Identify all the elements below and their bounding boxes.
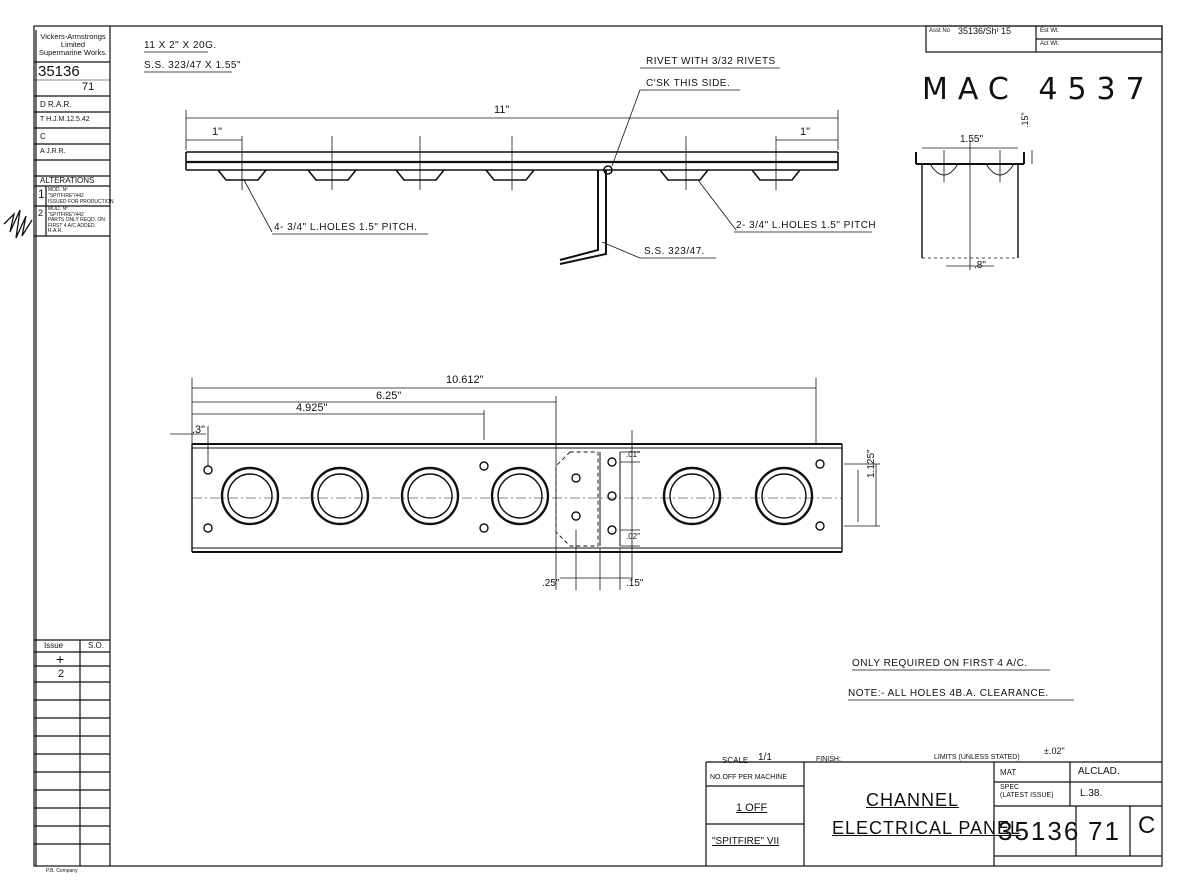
material-line-2: S.S. 323/47 x 1.55" — [144, 60, 241, 71]
note-hole-clearance: NOTE:- ALL HOLES 4B.A. CLEARANCE. — [848, 688, 1049, 699]
end-view-width-dimension: 1.55" — [960, 134, 984, 145]
issue-row-2: 2 — [58, 668, 65, 680]
number-off-label: No.Off Per Machine — [710, 774, 788, 781]
approved-by: A J.R.R. — [40, 148, 66, 155]
spec-value: L.38. — [1080, 788, 1103, 799]
end-view-center-dimension: .8" — [974, 260, 986, 271]
company-name: Vickers-Armstrongs Limited Supermarine W… — [38, 32, 108, 57]
plan-bracket-dimension: .25" — [542, 578, 560, 589]
limits-label: Limits (Unless Stated) — [934, 754, 1020, 761]
left-sheet-number: 71 — [82, 81, 95, 93]
plan-625-dimension: 6.25" — [376, 390, 402, 402]
printer-mark: P.B. Company — [46, 868, 78, 874]
actual-weight-label: Act Wt. — [1040, 41, 1060, 47]
limits-value: ±.02" — [1044, 746, 1065, 756]
issue-row-1: + — [56, 651, 65, 667]
title-sheet-number: 71 — [1088, 816, 1121, 846]
part-title-line-2: ELECTRICAL PANEL — [832, 818, 1022, 838]
issue-letter: C — [1138, 812, 1156, 839]
left-end-dimension: 1" — [212, 126, 223, 138]
material-line-1: 11 x 2" x 20G. — [144, 40, 217, 51]
note-first-aircraft: ONLY REQUIRED ON FIRST 4 A/C. — [852, 658, 1028, 669]
plan-hole-offset-bottom: .02" — [626, 532, 640, 541]
plan-overall-dimension: 10.612" — [446, 374, 484, 386]
left-drawing-number: 35136 — [38, 63, 80, 80]
plan-width-dimension: 1.125" — [866, 449, 877, 478]
right-holes-callout: 2- 3/4" L.HOLES 1.5" PITCH — [736, 220, 877, 231]
aircraft-type: "SPITFIRE" VII — [712, 836, 780, 847]
alteration-1-issue: 1 — [38, 187, 45, 201]
material-value: ALCLAD. — [1078, 766, 1120, 777]
asst-no-value: 35136/Shᵗ 15 — [958, 26, 1012, 36]
left-holes-callout: 4- 3/4" L.HOLES 1.5" PITCH. — [274, 222, 418, 233]
material-label: Mat — [1000, 768, 1017, 777]
finish-label: Finish: — [816, 756, 841, 763]
scale-value: 1/1 — [758, 752, 772, 763]
countersink-note: C'SK THIS SIDE. — [646, 78, 731, 89]
handwritten-reference: MAC 4537 — [922, 72, 1155, 107]
so-column-header: S.O. — [88, 641, 105, 650]
right-end-dimension: 1" — [800, 126, 811, 138]
asst-no-label: Asst No — [929, 28, 951, 34]
traced-by: T H.J.M.12.5.42 — [40, 116, 90, 123]
alteration-1-text: MOD. Nº "SPITFIRE"/442 ISSUED FOR PRODUC… — [48, 187, 114, 205]
signature-scribble — [3, 209, 33, 239]
alteration-2-text: MOD. Nº "SPITFIRE"/442 PARTS ONLY REQD. … — [48, 206, 105, 235]
part-title-line-1: CHANNEL — [866, 790, 960, 810]
title-drawing-number: 35136 — [998, 816, 1081, 846]
plan-hole-offset-top: .01" — [626, 450, 640, 459]
sheet-frame — [33, 25, 1163, 867]
plan-edge-dimension: .3" — [192, 424, 206, 436]
alteration-2-issue: 2 — [38, 208, 44, 218]
bracket-reference: S.S. 323/47. — [644, 246, 706, 257]
drawn-by: D R.A.R. — [40, 100, 72, 109]
end-view-flange-dimension: .15" — [1020, 112, 1030, 128]
number-off-value: 1 OFF — [736, 802, 768, 814]
issue-column-header: Issue — [44, 641, 64, 650]
plan-4925-dimension: 4.925" — [296, 402, 328, 414]
spec-label: Spec (Latest Issue) — [1000, 784, 1054, 799]
alterations-title: ALTERATIONS — [40, 176, 95, 185]
rivet-note: RIVET WITH 3/32 RIVETS — [646, 56, 776, 67]
checked-by: C — [40, 132, 46, 141]
plan-flange-dimension: .15" — [626, 578, 644, 589]
estimated-weight-label: Est Wt. — [1040, 28, 1060, 34]
scale-label: Scale — [722, 756, 749, 765]
overall-length-dimension: 11" — [494, 104, 510, 116]
